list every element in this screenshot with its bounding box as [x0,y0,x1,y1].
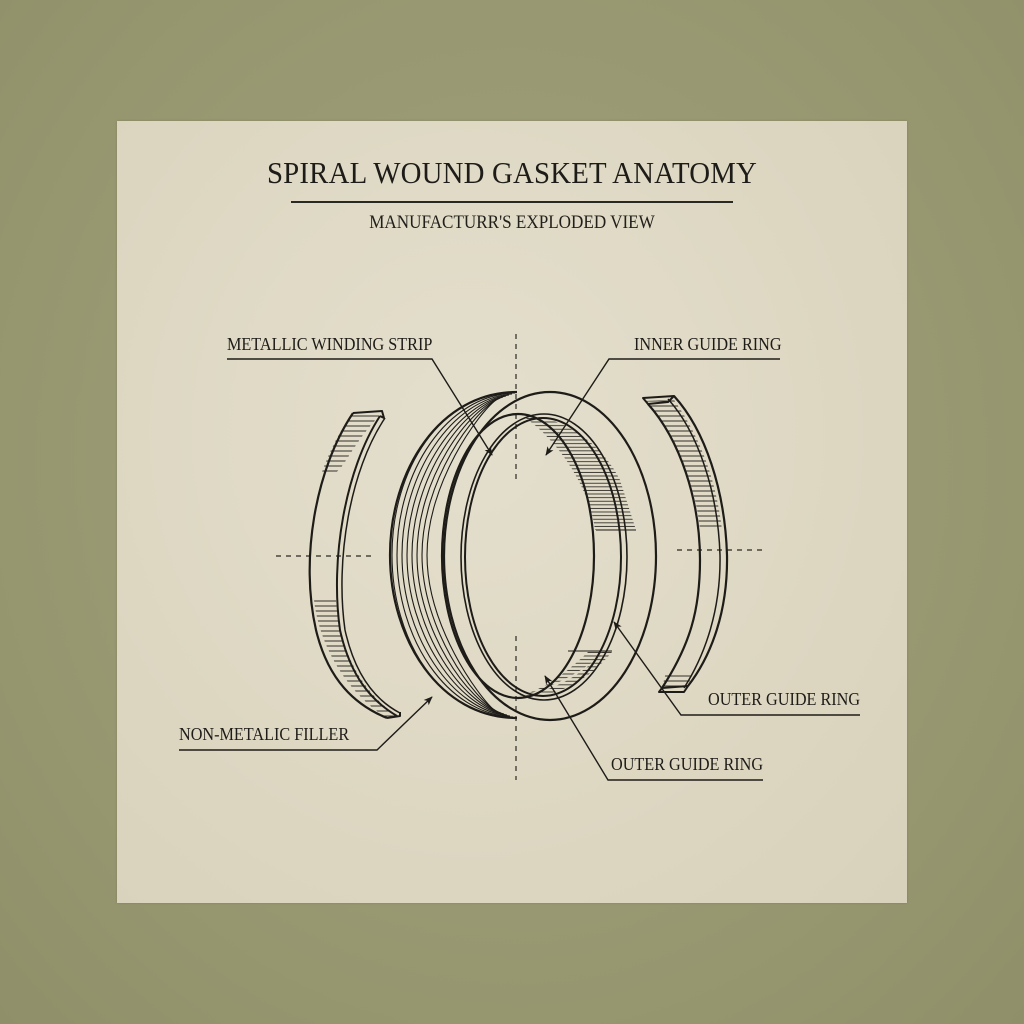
left-ring-segment [308,410,401,720]
winding-strip-layers [391,391,518,719]
leader-metallic-winding-strip [227,358,493,456]
paper-sheet [117,121,907,903]
label-outer-guide-ring-lower: OUTER GUIDE RING [611,754,764,774]
label-non-metalic-filler: NON-METALIC FILLER [179,724,350,744]
leader-inner-guide-ring [545,358,780,456]
diagram-title: SPIRAL WOUND GASKET ANATOMY [266,155,758,190]
right-ring-segment [642,395,729,693]
leader-outer-guide-ring-upper [613,621,860,716]
label-inner-guide-ring: INNER GUIDE RING [634,334,782,354]
leader-non-metalic-filler [179,696,433,751]
title-underline [291,201,733,203]
diagram-subtitle: MANUFACTURR'S EXPLODED VIEW [369,212,655,233]
leader-lines [179,358,860,781]
label-metallic-winding-strip: METALLIC WINDING STRIP [227,334,433,354]
main-gasket-ring [388,390,658,722]
centerlines [276,334,765,780]
leader-outer-guide-ring-lower [544,675,763,781]
label-outer-guide-ring-upper: OUTER GUIDE RING [708,689,861,709]
